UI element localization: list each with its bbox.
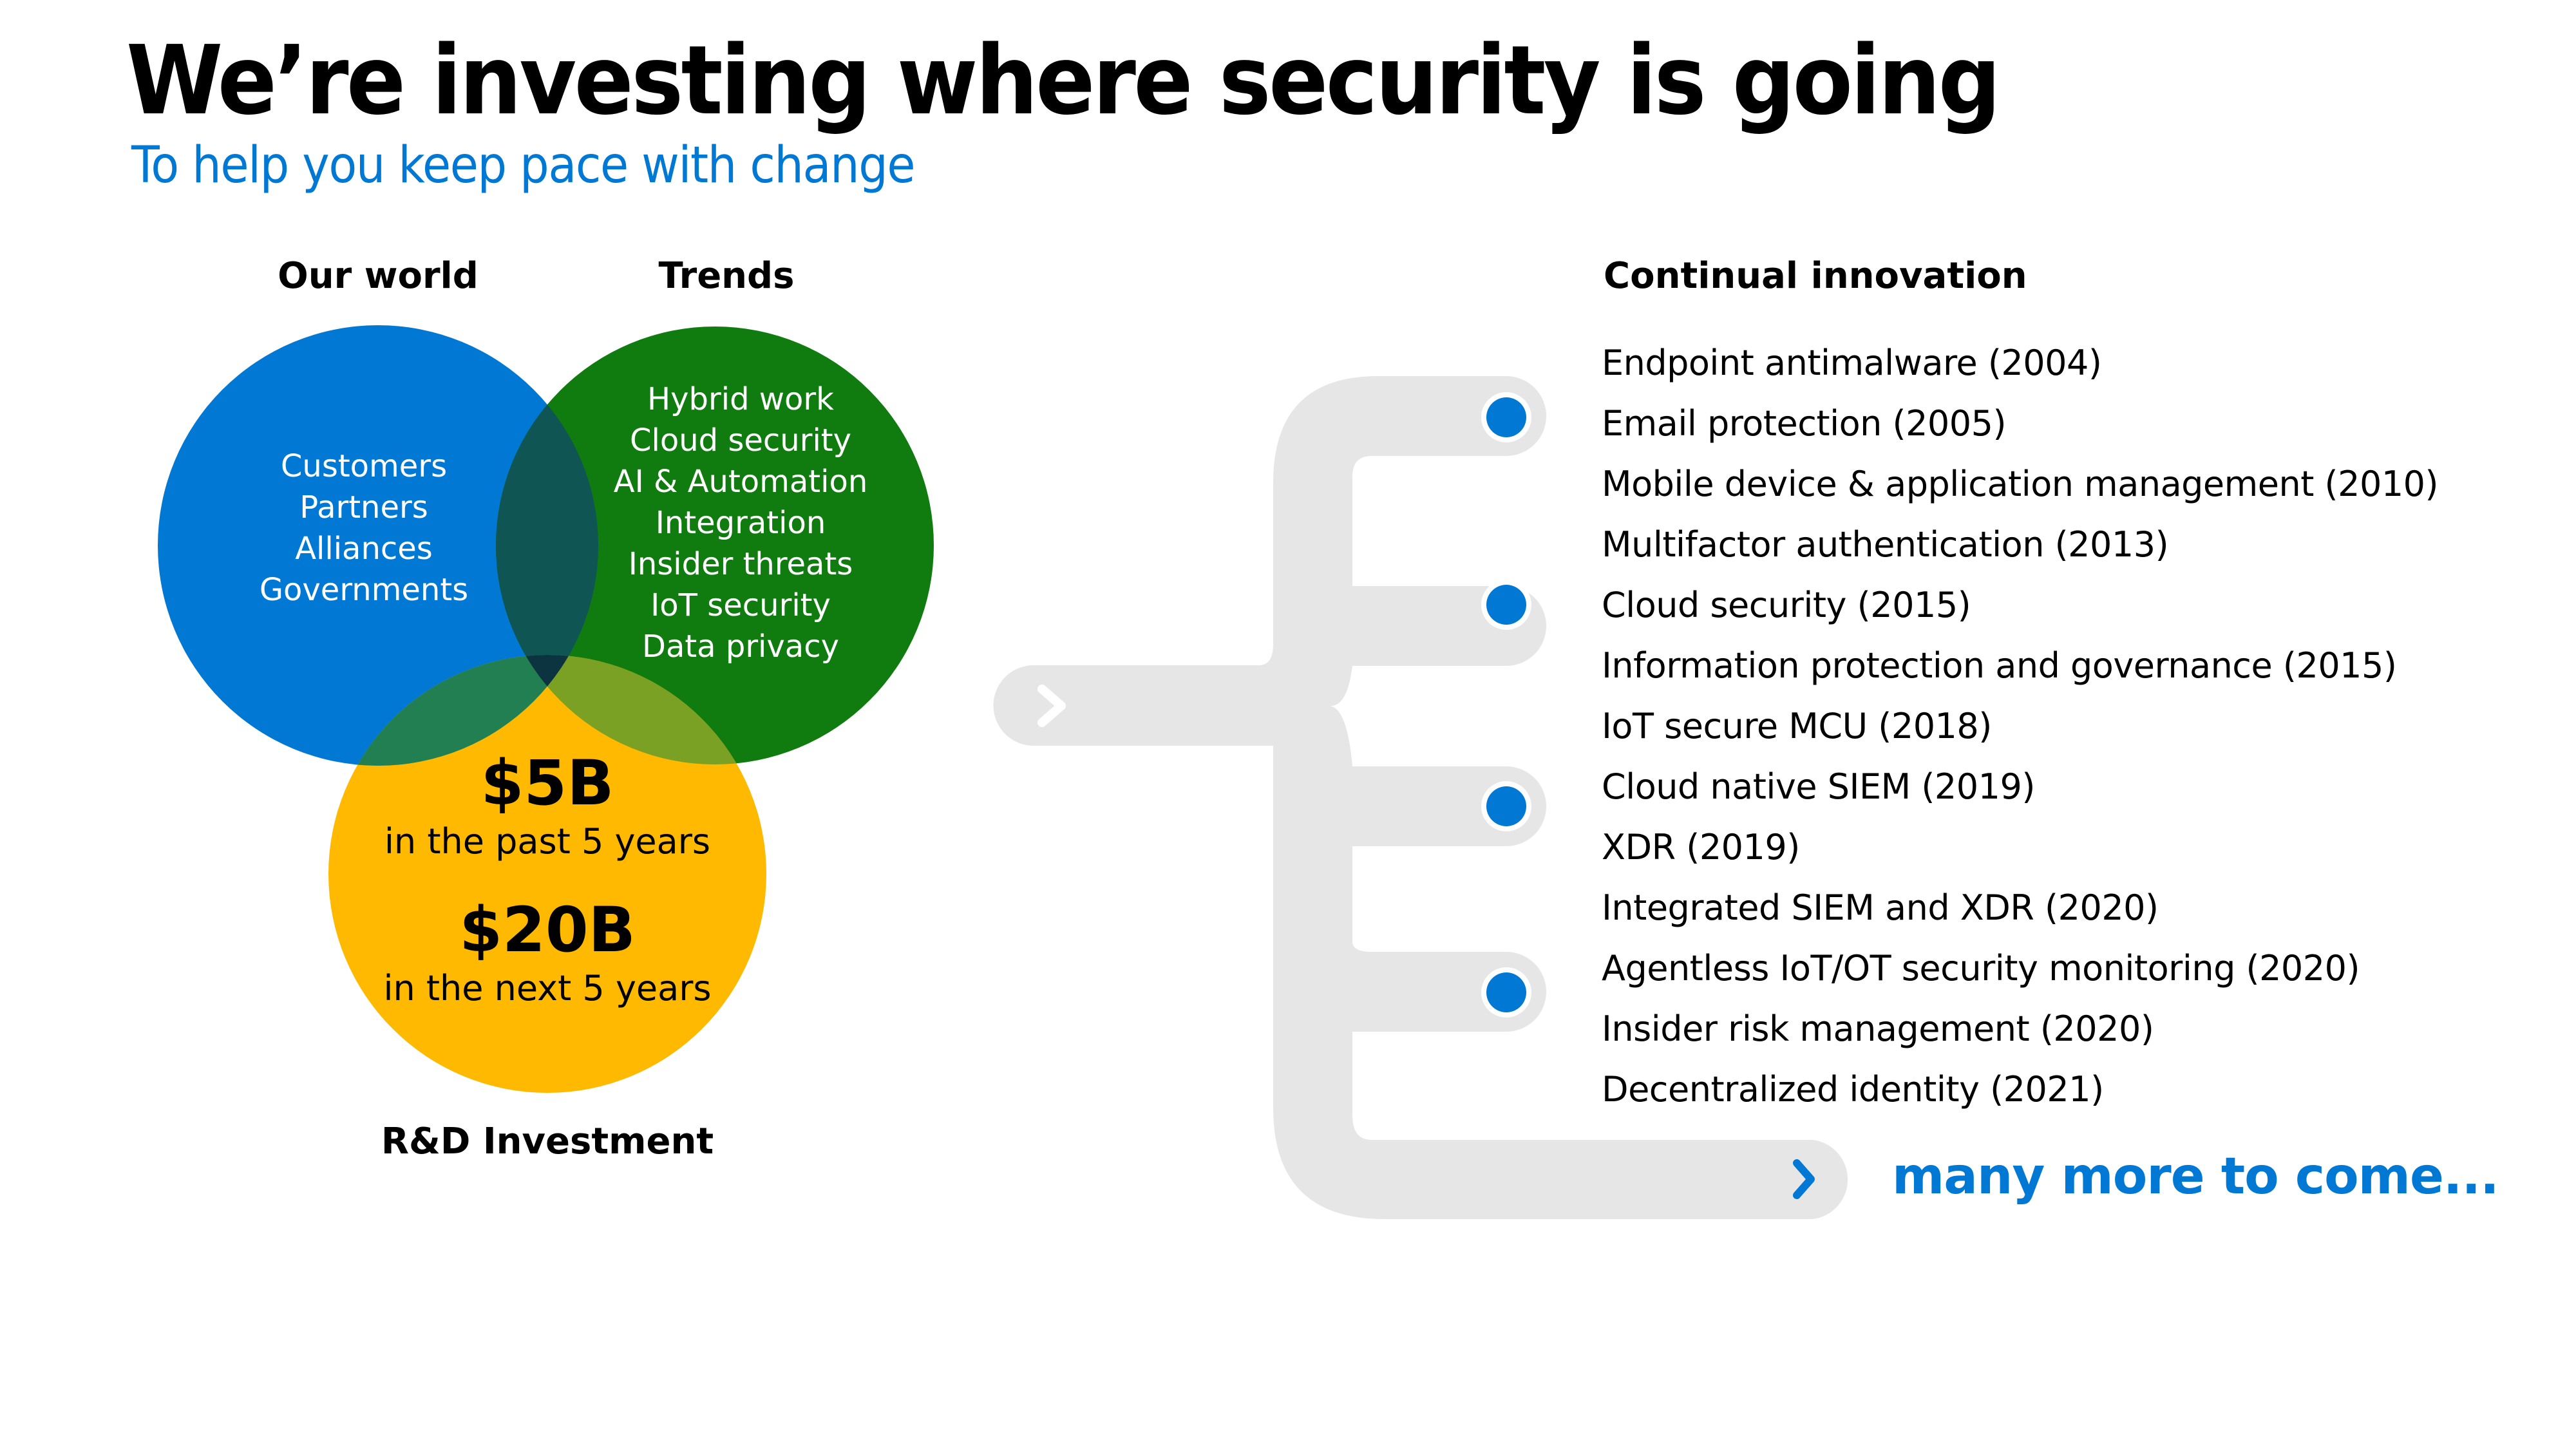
investment-circle: [328, 655, 766, 1093]
list-item: Information protection and governance (2…: [1602, 645, 2397, 686]
trend-item: AI & Automation: [613, 464, 868, 500]
list-item: Decentralized identity (2021): [1602, 1069, 2104, 1110]
trend-item: Data privacy: [641, 629, 840, 665]
trends-label: Trends: [658, 255, 795, 297]
list-item: Insider risk management (2020): [1602, 1009, 2154, 1049]
milestone-dot: [1481, 580, 1531, 630]
milestone-dot: [1481, 967, 1531, 1018]
trend-item: Integration: [655, 505, 826, 541]
future-investment-amount: $20B: [459, 894, 636, 966]
list-item: Integrated SIEM and XDR (2020): [1602, 887, 2159, 928]
trend-item: Cloud security: [629, 422, 851, 459]
list-item: Cloud security (2015): [1602, 585, 1971, 625]
past-investment-caption: in the past 5 years: [384, 821, 711, 862]
dot-icon: [1486, 972, 1526, 1012]
our-world-item: Governments: [259, 572, 469, 608]
dot-icon: [1486, 397, 1526, 437]
our-world-item: Alliances: [295, 531, 433, 567]
future-investment-caption: in the next 5 years: [383, 968, 712, 1009]
trends-circle: [496, 327, 934, 764]
brace-spine: [1259, 376, 1848, 1219]
list-item: Endpoint antimalware (2004): [1602, 343, 2102, 383]
list-item: Email protection (2005): [1602, 403, 2007, 444]
past-investment-amount: $5B: [480, 747, 614, 819]
rd-investment-label: R&D Investment: [381, 1121, 714, 1162]
chevron-right-icon: [1037, 685, 1066, 727]
our-world-items: Customers Partners Alliances Governments: [260, 446, 468, 611]
our-world-label: Our world: [278, 255, 478, 297]
dot-icon: [1486, 786, 1526, 826]
many-more-label: many more to come...: [1892, 1148, 2499, 1206]
our-world-item: Customers: [280, 448, 448, 484]
our-world-circle: [158, 325, 598, 766]
entry-arm: [993, 644, 1273, 746]
slide-title: We’re investing where security is going: [126, 25, 2001, 136]
milestone-dot: [1481, 392, 1531, 442]
list-item: Multifactor authentication (2013): [1602, 524, 2169, 565]
list-item: Cloud native SIEM (2019): [1602, 766, 2035, 807]
chevron-right-icon: [1793, 1159, 1815, 1199]
slide-subtitle: To help you keep pace with change: [131, 137, 916, 194]
trends-items: Hybrid work Cloud security AI & Automati…: [614, 379, 868, 667]
dot-icon: [1486, 585, 1526, 625]
list-item: IoT secure MCU (2018): [1602, 706, 1992, 746]
trend-item: Insider threats: [628, 546, 853, 582]
list-item: Mobile device & application management (…: [1602, 464, 2439, 504]
milestone-dot: [1481, 781, 1531, 831]
trend-item: IoT security: [650, 587, 831, 623]
list-item: XDR (2019): [1602, 827, 1800, 867]
our-world-item: Partners: [299, 489, 428, 526]
continual-innovation-heading: Continual innovation: [1604, 255, 2027, 297]
list-item: Agentless IoT/OT security monitoring (20…: [1602, 948, 2360, 989]
innovation-list: Endpoint antimalware (2004) Email protec…: [1602, 341, 2439, 1128]
trend-item: Hybrid work: [647, 381, 834, 417]
